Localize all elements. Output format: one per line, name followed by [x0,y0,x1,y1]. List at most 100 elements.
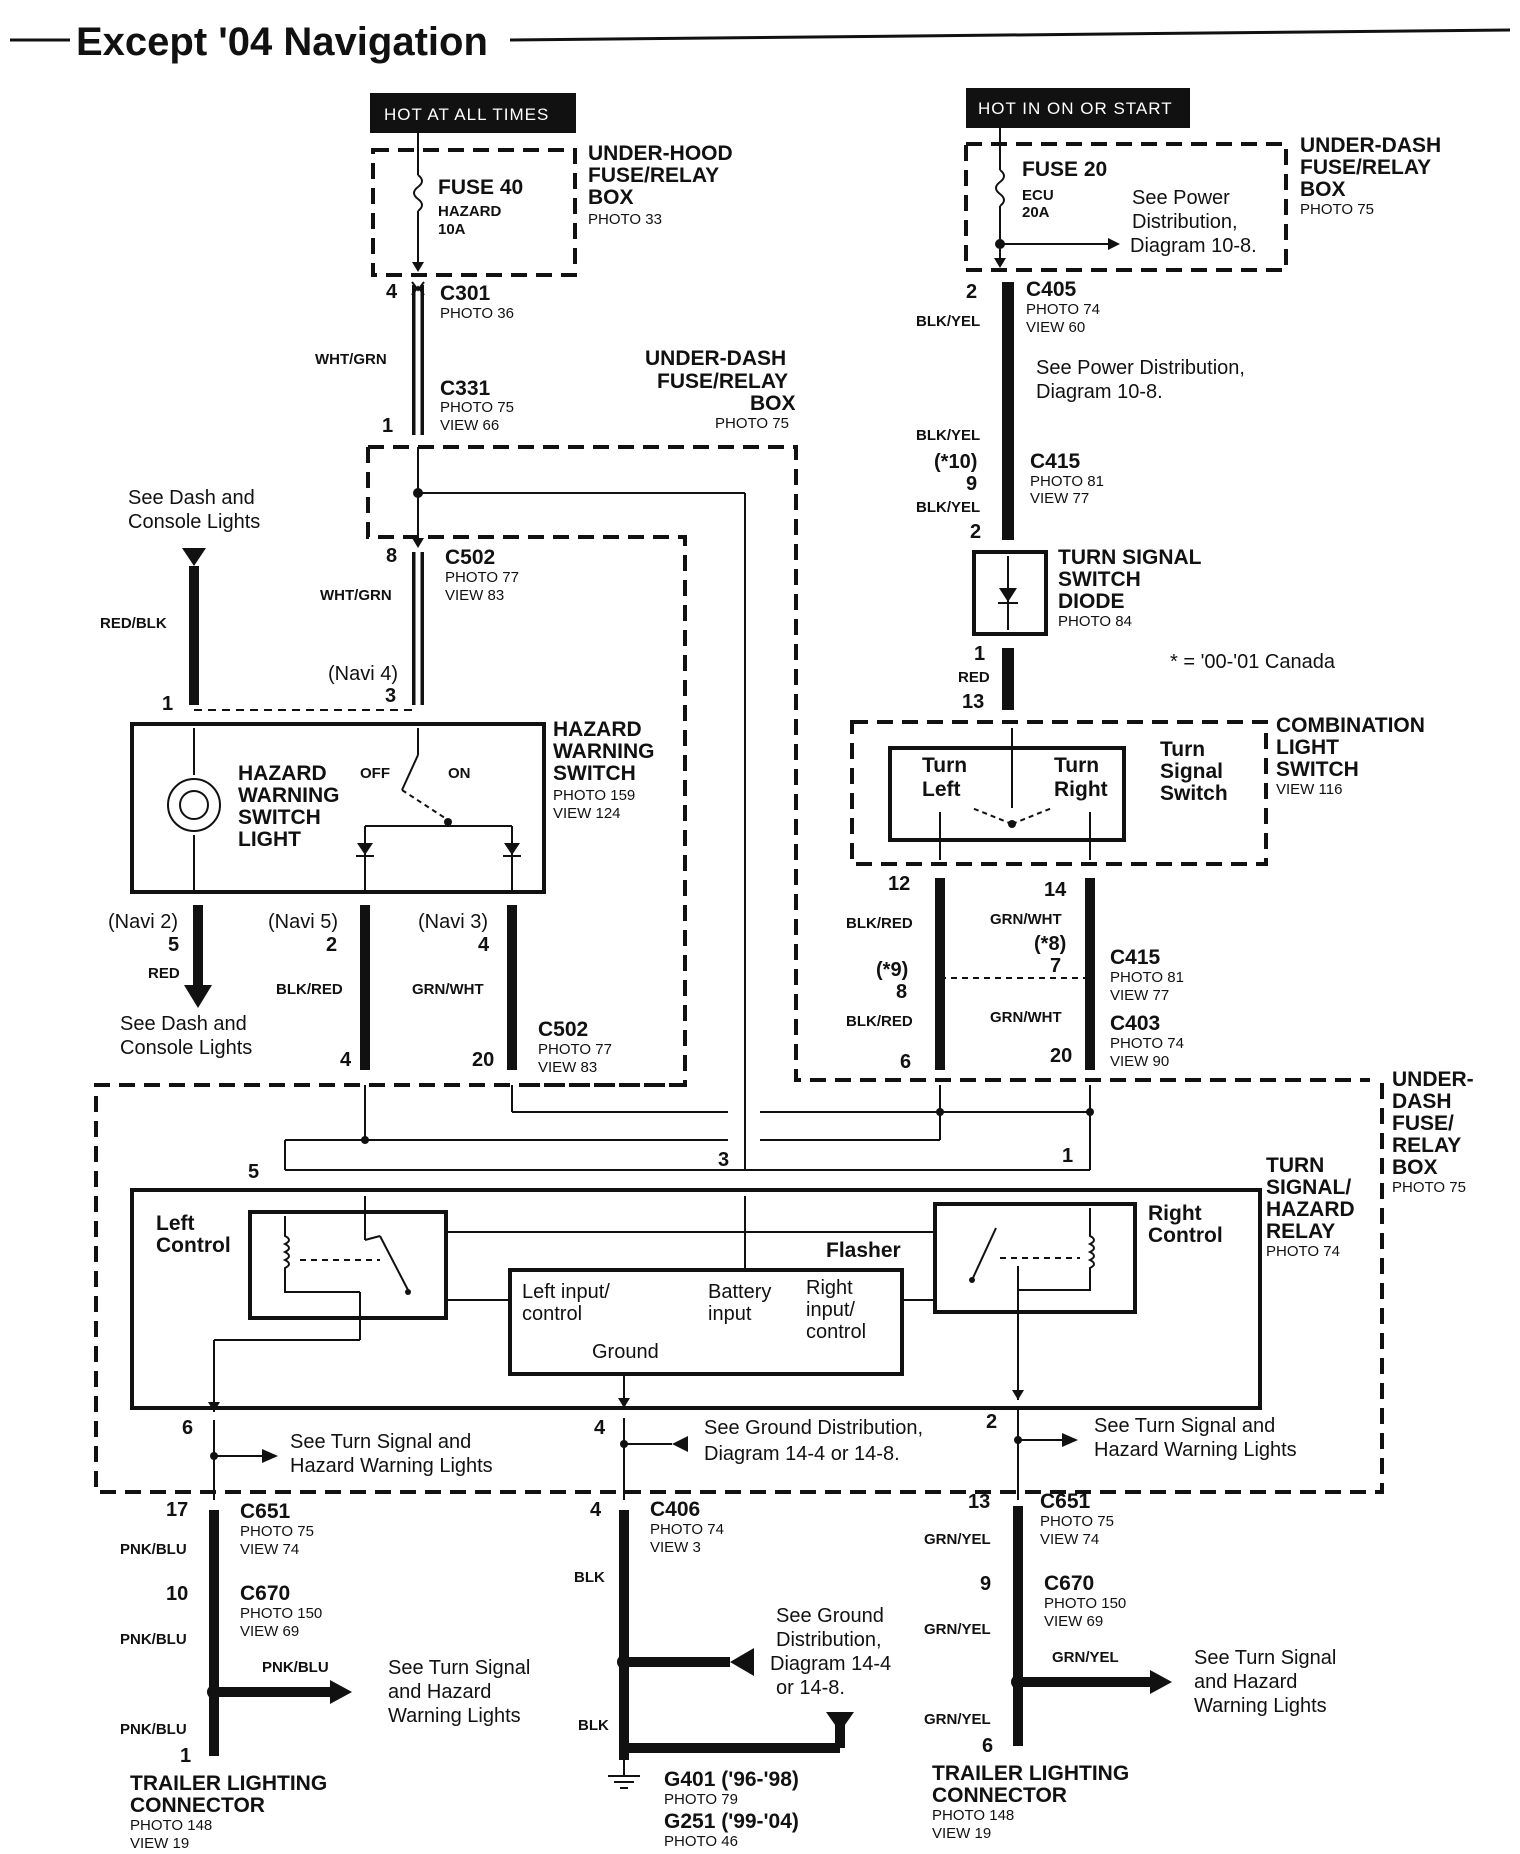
c415a-pin-9: 9 [966,473,977,495]
switch-on-label: ON [448,765,471,782]
turn-signal-switch-box [888,746,1126,842]
wire-label-grn-wht-2: GRN/WHT [990,911,1062,928]
c403-pin-20: 20 [1050,1045,1072,1067]
see-ground-bottom-1: See Ground [776,1605,884,1627]
c403-view: VIEW 90 [1110,1053,1169,1070]
c670a-pin: 10 [166,1583,188,1605]
c301-name: C301 [440,282,491,305]
trailer-left-pin: 1 [180,1745,191,1767]
left-coil-icon [282,1216,360,1293]
left-control-box [248,1210,448,1320]
trailer-right-view: VIEW 19 [932,1825,991,1842]
relay-label-4: RELAY [1266,1220,1335,1243]
ground-label: Ground [592,1341,659,1363]
wire-label-blk-red-2: BLK/RED [846,915,913,932]
left-control-label-1: Left [156,1212,195,1235]
fuse-20-name: FUSE 20 [1022,158,1107,181]
battery-input-label-2: input [708,1303,752,1325]
c651b-view: VIEW 74 [1040,1531,1099,1548]
right-coil-icon [1018,1208,1095,1291]
c331-view: VIEW 66 [440,417,499,434]
combo-switch-view: VIEW 116 [1276,781,1342,798]
c415b-pin-8: 8 [896,981,907,1003]
under-dash-right-photo: PHOTO 75 [1300,201,1374,218]
trailer-left-arrow-icon [330,1680,352,1704]
see-turn-bottom-left-3: Warning Lights [388,1705,521,1727]
c301-photo: PHOTO 36 [440,305,514,322]
see-ground-1: See Ground Distribution, [704,1417,923,1439]
turn-switch-contact-icon [971,807,1013,825]
hazard-pin-1: 1 [162,693,173,715]
navi3-label: (Navi 3) [418,911,488,933]
fuse-40-icon [413,174,423,212]
see-turn-bottom-right-2: and Hazard [1194,1671,1297,1693]
wire-label-grn-yel-2: GRN/YEL [924,1621,991,1638]
diode-label-3: DIODE [1058,590,1125,613]
c415b-photo: PHOTO 81 [1110,969,1184,986]
under-dash-lower-4: RELAY [1392,1134,1461,1157]
c670a-view: VIEW 69 [240,1623,299,1640]
see-turn-left-1: See Turn Signal and [290,1431,471,1453]
c403-pin-6: 6 [900,1051,911,1073]
turn-right-label-2: Right [1054,778,1108,801]
under-hood-label-1: UNDER-HOOD [588,142,733,165]
c405-pin: 2 [966,281,977,303]
right-input-label-1: Right [806,1277,853,1299]
hazard-pin-5: 5 [168,934,179,956]
c670a-name: C670 [240,1582,290,1605]
hazard-switch-photo: PHOTO 159 [553,787,635,804]
relay-pin-4: 4 [594,1417,606,1439]
g401-label: G401 ('96-'98) [664,1768,799,1791]
under-dash-lower-5: BOX [1392,1156,1438,1179]
c670b-name: C670 [1044,1572,1094,1595]
left-input-label-1: Left input/ [522,1281,610,1303]
hazard-switch-label-2: WARNING [553,740,655,763]
left-input-label-2: control [522,1303,582,1325]
combo-switch-label-1: COMBINATION [1276,714,1425,737]
under-hood-photo: PHOTO 33 [588,211,662,228]
c415b-pin-star8: (*8) [1034,933,1066,955]
hazard-pin-3: 3 [385,685,396,707]
wire-label-wht-grn-2: WHT/GRN [320,587,392,604]
right-input-label-2: input/ [806,1299,855,1321]
turn-signal-switch-label-2: Signal [1160,760,1223,783]
hot-in-on-header [966,88,1190,128]
c502a-pin: 8 [386,545,397,567]
under-dash-lower-photo: PHOTO 75 [1392,1179,1466,1196]
right-control-box [933,1202,1137,1314]
turn-signal-diode-box [972,550,1048,636]
see-turn-arrow-right-icon [1062,1433,1078,1447]
diode-label-1: TURN SIGNAL [1058,546,1202,569]
c651a-pin: 17 [166,1499,188,1521]
under-dash-mid-3: BOX [750,392,796,415]
turn-signal-switch-label-3: Switch [1160,782,1228,805]
trailer-right-pin: 6 [982,1735,993,1757]
hot-at-all-times-label: HOT AT ALL TIMES [384,105,549,124]
turn-left-label-2: Left [922,778,961,801]
g251-photo: PHOTO 46 [664,1833,738,1850]
right-relay-contact-icon [971,1227,997,1281]
c403-photo: PHOTO 74 [1110,1035,1184,1052]
hazard-warning-switch [130,722,546,894]
c415a-photo: PHOTO 81 [1030,473,1104,490]
hazard-light-label-4: LIGHT [238,828,301,851]
under-dash-fuse-box-right [964,142,1288,272]
under-dash-lower-2: DASH [1392,1090,1452,1113]
diode-label-2: SWITCH [1058,568,1141,591]
navi5-label: (Navi 5) [268,911,338,933]
ground-input-arrow-icon [730,1648,754,1676]
fuse-40-desc: HAZARD [438,203,501,220]
right-input-label-3: control [806,1321,866,1343]
right-control-label-1: Right [1148,1202,1202,1225]
under-hood-label-3: BOX [588,186,634,209]
wire-label-blk-1: BLK [574,1569,605,1586]
wire-label-grn-wht-1: GRN/WHT [412,981,484,998]
combo-switch-label-3: SWITCH [1276,758,1359,781]
c502b-pin-20: 20 [472,1049,494,1071]
diode-icon [999,588,1017,602]
see-power-1: See Power Distribution, [1036,357,1245,379]
diode-pin-1: 1 [974,643,985,665]
c406-name: C406 [650,1498,700,1521]
wire-label-pnk-blu-4: PNK/BLU [120,1721,187,1738]
right-control-label-2: Control [1148,1224,1223,1247]
